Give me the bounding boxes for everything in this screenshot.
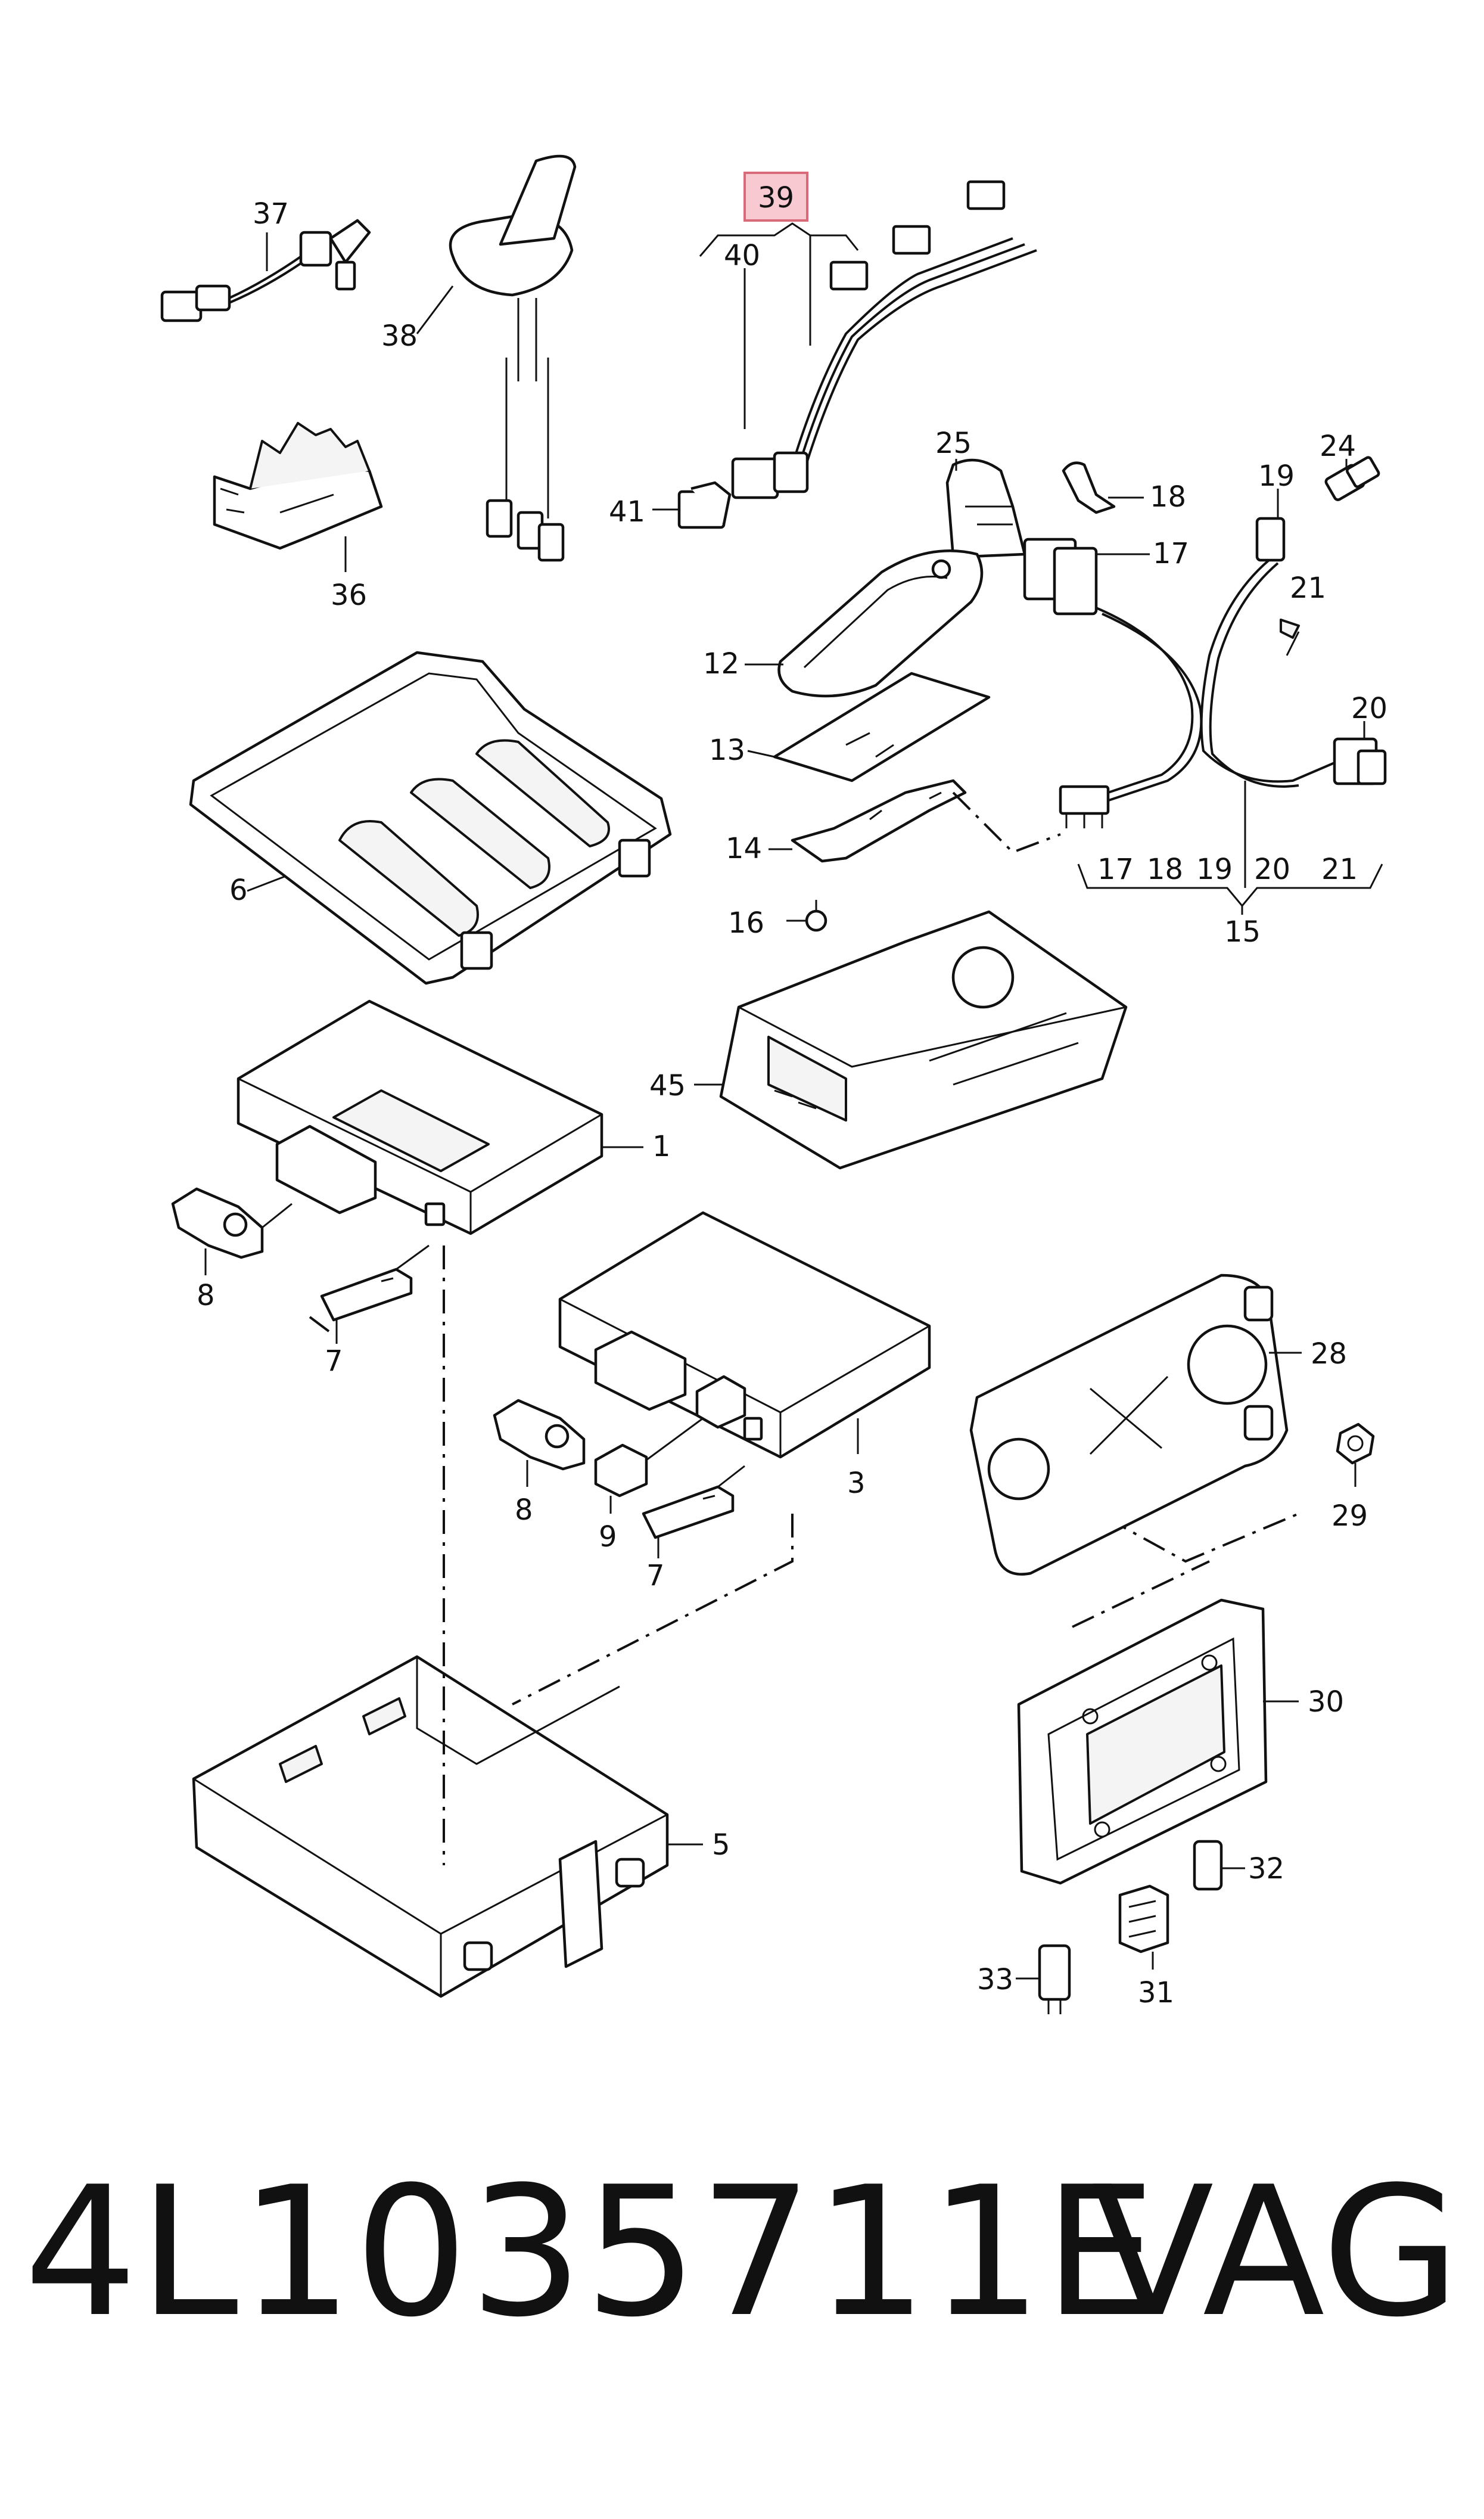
part-24-plug <box>1324 456 1380 501</box>
part-29-nut <box>1336 1422 1375 1487</box>
callout-19: 19 <box>1258 459 1295 493</box>
part-18-clip <box>1062 461 1144 514</box>
part-28-mount-plate <box>969 1274 1302 1576</box>
callout-21: 21 <box>1290 571 1326 605</box>
callout-37: 37 <box>253 197 289 231</box>
part-12-phone-holder <box>745 549 984 698</box>
callout-8-upper: 8 <box>197 1279 215 1312</box>
part-7-label-upper <box>320 1244 430 1344</box>
part-37-antenna-cable <box>160 219 371 322</box>
sub-17: 17 <box>1097 853 1134 886</box>
callout-6: 6 <box>229 874 248 907</box>
callout-39: 39 <box>758 181 794 215</box>
part-39-harness-bracket <box>699 222 859 429</box>
part-5-tray <box>192 1655 703 1998</box>
callout-38: 38 <box>381 319 418 353</box>
part-15-wiring-harness <box>1059 559 1335 828</box>
callout-14: 14 <box>726 832 762 865</box>
callout-5: 5 <box>712 1828 730 1862</box>
callout-39-highlight <box>743 172 808 222</box>
callout-20: 20 <box>1351 692 1387 725</box>
callout-25: 25 <box>935 427 972 460</box>
callout-13: 13 <box>709 734 745 767</box>
part-38-roof-antenna <box>416 154 577 562</box>
part-13-plate <box>747 672 991 782</box>
part-number-label: 4L1035711E <box>24 2148 1158 2356</box>
part-31-connector <box>1118 1884 1169 1970</box>
part-6-cover <box>189 651 672 985</box>
part-3-control-unit <box>558 1211 931 1459</box>
callout-36: 36 <box>331 579 367 612</box>
callout-45: 45 <box>649 1069 686 1102</box>
part-36-bracket <box>213 422 383 572</box>
callout-17: 17 <box>1153 537 1189 570</box>
callout-3: 3 <box>847 1467 866 1500</box>
sub-19: 19 <box>1196 853 1233 886</box>
part-8-connector-upper <box>171 1187 293 1275</box>
part-15-bracket <box>1077 781 1383 915</box>
part-39-harness <box>731 180 1037 499</box>
callout-7-lower: 7 <box>646 1559 665 1592</box>
callout-33: 33 <box>977 1963 1013 1996</box>
brand-label: VAG <box>1091 2148 1460 2356</box>
part-20-connector <box>1333 721 1387 785</box>
part-32-plug <box>1193 1840 1245 1891</box>
part-1-control-unit <box>237 999 643 1235</box>
part-9-connector <box>594 1417 704 1514</box>
callout-9: 9 <box>599 1520 617 1554</box>
part-17-connector <box>1023 538 1150 616</box>
sub-18: 18 <box>1147 853 1183 886</box>
callout-1: 1 <box>652 1130 671 1163</box>
callout-32: 32 <box>1248 1852 1284 1886</box>
part-25-holder <box>945 458 1026 559</box>
callout-8-lower: 8 <box>515 1493 533 1527</box>
callout-16: 16 <box>728 906 764 940</box>
part-14-contact-plate <box>769 779 1061 863</box>
callout-31: 31 <box>1138 1976 1174 2009</box>
part-33-plug <box>1016 1944 1071 2014</box>
callout-28: 28 <box>1311 1337 1347 1371</box>
sub-21: 21 <box>1321 853 1358 886</box>
part-41-connector <box>652 481 732 529</box>
callout-40: 40 <box>724 239 760 272</box>
part-7-label-lower <box>642 1465 745 1558</box>
callout-24: 24 <box>1320 430 1356 463</box>
callout-29: 29 <box>1331 1499 1368 1533</box>
callout-12: 12 <box>703 647 739 681</box>
part-30-module <box>1017 1598 1299 1885</box>
sub-20: 20 <box>1254 853 1290 886</box>
callout-18: 18 <box>1150 480 1186 514</box>
part-16-screw <box>786 900 827 932</box>
part-8-connector-lower <box>493 1399 586 1487</box>
callout-7-upper: 7 <box>325 1344 343 1378</box>
part-19-plug <box>1255 489 1286 562</box>
part-45-tray <box>694 910 1128 1170</box>
callout-30: 30 <box>1308 1685 1344 1719</box>
callout-15: 15 <box>1224 915 1261 949</box>
callout-41: 41 <box>609 495 645 529</box>
